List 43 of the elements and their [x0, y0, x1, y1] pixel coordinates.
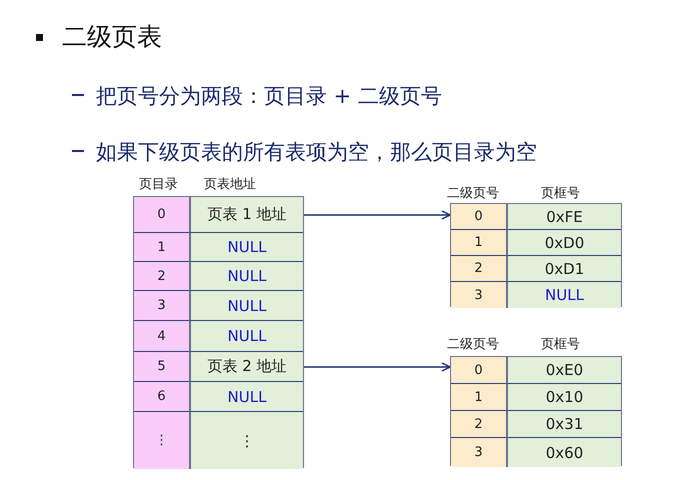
table-cell: 页表 1 地址 — [189, 197, 303, 233]
table-cell: 0xFE — [506, 204, 621, 230]
table-cell: 2 — [134, 262, 189, 291]
bullet-text: 把页号分为两段：页目录 + 二级页号 — [96, 83, 442, 110]
table-cell: NULL — [189, 321, 303, 352]
column-header: 页框号 — [541, 336, 580, 353]
table-cell: NULL — [189, 291, 303, 321]
table-cell: 0xE0 — [506, 357, 621, 384]
table-cell: NULL — [189, 233, 303, 262]
table-cell: ⋮ — [134, 412, 189, 469]
table-cell: 3 — [134, 291, 189, 321]
column-header: 二级页号 — [447, 336, 499, 353]
table-cell: ⋮ — [189, 412, 303, 469]
table-cell: NULL — [506, 282, 621, 308]
title: 二级页表 — [62, 21, 162, 53]
column-header: 页目录 — [139, 176, 178, 193]
table-cell: 0xD0 — [506, 230, 621, 256]
table-cell: 0 — [451, 357, 506, 384]
table-cell: 0x10 — [506, 384, 621, 411]
table-cell: 0xD1 — [506, 256, 621, 282]
column-header: 二级页号 — [447, 185, 499, 202]
table-cell: 0x60 — [506, 438, 621, 467]
table-cell: 2 — [451, 411, 506, 438]
table-cell: 页表 2 地址 — [189, 352, 303, 382]
column-header: 页框号 — [541, 185, 580, 202]
table-cell: 1 — [451, 230, 506, 256]
table-cell: 1 — [451, 384, 506, 411]
table-cell: NULL — [189, 262, 303, 291]
table-cell: NULL — [189, 382, 303, 412]
arrow — [303, 362, 451, 372]
table-cell: 0x31 — [506, 411, 621, 438]
table-cell: 4 — [134, 321, 189, 352]
table-cell: 6 — [134, 382, 189, 412]
table-cell: 3 — [451, 282, 506, 308]
column-header: 页表地址 — [204, 176, 256, 193]
table-cell: 0 — [134, 197, 189, 233]
table-cell: 0 — [451, 204, 506, 230]
table-cell: 2 — [451, 256, 506, 282]
arrow — [303, 210, 451, 220]
table-cell: 1 — [134, 233, 189, 262]
bullet-text: 如果下级页表的所有表项为空，那么页目录为空 — [96, 139, 537, 166]
table-cell: 3 — [451, 438, 506, 467]
table-cell: 5 — [134, 352, 189, 382]
